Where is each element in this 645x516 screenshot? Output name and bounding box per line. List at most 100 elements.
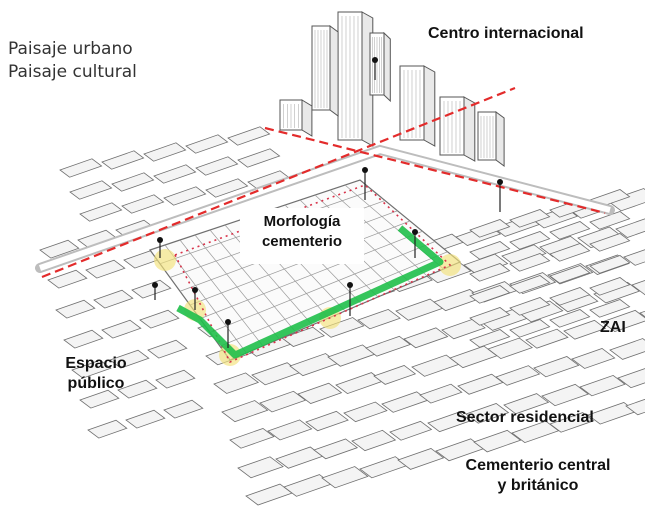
cemetery-grid-line <box>219 251 448 347</box>
residential-block <box>615 218 645 238</box>
residential-block <box>427 411 472 433</box>
residential-block <box>473 429 522 453</box>
residential-block <box>623 249 645 266</box>
pin-icon <box>152 282 158 288</box>
block <box>101 319 142 339</box>
residential-block <box>579 374 626 397</box>
block <box>147 339 188 359</box>
label-cemetery-line2: y británico <box>497 477 579 494</box>
residential-block <box>509 275 551 294</box>
axis-line-east <box>264 126 606 215</box>
landscape-labels: Paisaje urbano Paisaje cultural <box>8 38 137 84</box>
block <box>71 359 112 379</box>
label-cemetery: Cementerio central y británico <box>436 456 640 496</box>
pin-icon <box>157 237 163 243</box>
residential-block <box>419 383 463 404</box>
residential-block <box>351 429 397 452</box>
block <box>85 259 126 279</box>
residential-block <box>343 401 388 423</box>
residential-block <box>321 466 369 489</box>
block <box>227 126 271 146</box>
node-highlight <box>219 344 241 366</box>
label-residential-sector: Sector residencial <box>456 409 594 426</box>
label-cemetery-morphology-line2: cementerio <box>261 233 343 251</box>
block <box>121 194 165 214</box>
label-cemetery-morphology: Morfología cementerio <box>240 208 364 264</box>
label-cemetery-morphology-line1: Morfología <box>263 213 341 230</box>
residential-block <box>589 255 631 274</box>
residential-block <box>509 231 551 250</box>
residential-block <box>229 428 275 449</box>
residential-block <box>549 243 591 262</box>
residential-block <box>389 420 433 441</box>
residential-block <box>365 335 412 357</box>
block <box>79 202 123 222</box>
residential-block <box>509 319 551 338</box>
residential-block <box>609 338 645 360</box>
block <box>125 409 166 429</box>
residential-block <box>469 219 511 238</box>
residential-block <box>441 318 486 340</box>
block <box>55 299 96 319</box>
label-public-space-line1: Espacio <box>65 355 127 372</box>
residential-block <box>397 448 445 470</box>
label-cemetery-line1: Cementerio central <box>465 457 611 474</box>
residential-block <box>487 337 534 360</box>
block <box>117 379 158 399</box>
residential-block <box>465 402 510 424</box>
residential-block <box>313 438 359 460</box>
residential-block <box>403 327 449 349</box>
block <box>163 186 207 206</box>
block <box>111 172 155 192</box>
block <box>205 178 249 198</box>
block <box>155 369 196 389</box>
label-public-space-line2: público <box>67 375 125 392</box>
residential-block <box>549 412 595 433</box>
tower-far-right-side <box>495 111 505 167</box>
dotted-route <box>174 184 452 364</box>
residential-block <box>221 400 269 423</box>
pin-icon <box>347 282 353 288</box>
tower-tall-thin-side <box>383 31 391 103</box>
label-landscape-urban: Paisaje urbano <box>8 39 133 59</box>
pin-icon <box>362 167 368 173</box>
block <box>195 156 239 176</box>
residential-block <box>469 307 511 326</box>
residential-block <box>259 390 307 413</box>
residential-block <box>639 310 645 318</box>
residential-block <box>469 329 511 348</box>
tower-right-side <box>463 96 476 162</box>
residential-block <box>549 309 591 328</box>
block <box>47 269 88 289</box>
pin-icon <box>225 319 231 325</box>
tower-left-side <box>329 25 339 117</box>
block <box>139 309 180 329</box>
block <box>101 150 145 170</box>
block <box>69 180 113 200</box>
residential-block <box>297 382 343 404</box>
city-blocks <box>39 126 645 506</box>
residential-block <box>589 233 631 252</box>
residential-block <box>631 280 645 296</box>
residential-block <box>373 365 417 385</box>
residential-block <box>469 241 511 260</box>
node-markers <box>152 57 503 348</box>
residential-block <box>617 368 645 389</box>
residential-block <box>495 365 541 386</box>
residential-block <box>541 383 590 407</box>
residential-block <box>267 419 313 441</box>
residential-block <box>549 287 591 306</box>
label-public-space: Espacio público <box>46 354 146 394</box>
block <box>79 389 120 409</box>
block <box>131 279 172 299</box>
block <box>185 134 229 154</box>
pin-icon <box>412 229 418 235</box>
residential-block <box>213 372 260 394</box>
block <box>237 148 281 168</box>
cemetery-grid-line <box>199 230 423 320</box>
residential-block <box>469 263 511 282</box>
block <box>87 419 128 439</box>
residential-block <box>469 285 511 304</box>
residential-block <box>509 209 551 228</box>
residential-block <box>319 317 365 338</box>
